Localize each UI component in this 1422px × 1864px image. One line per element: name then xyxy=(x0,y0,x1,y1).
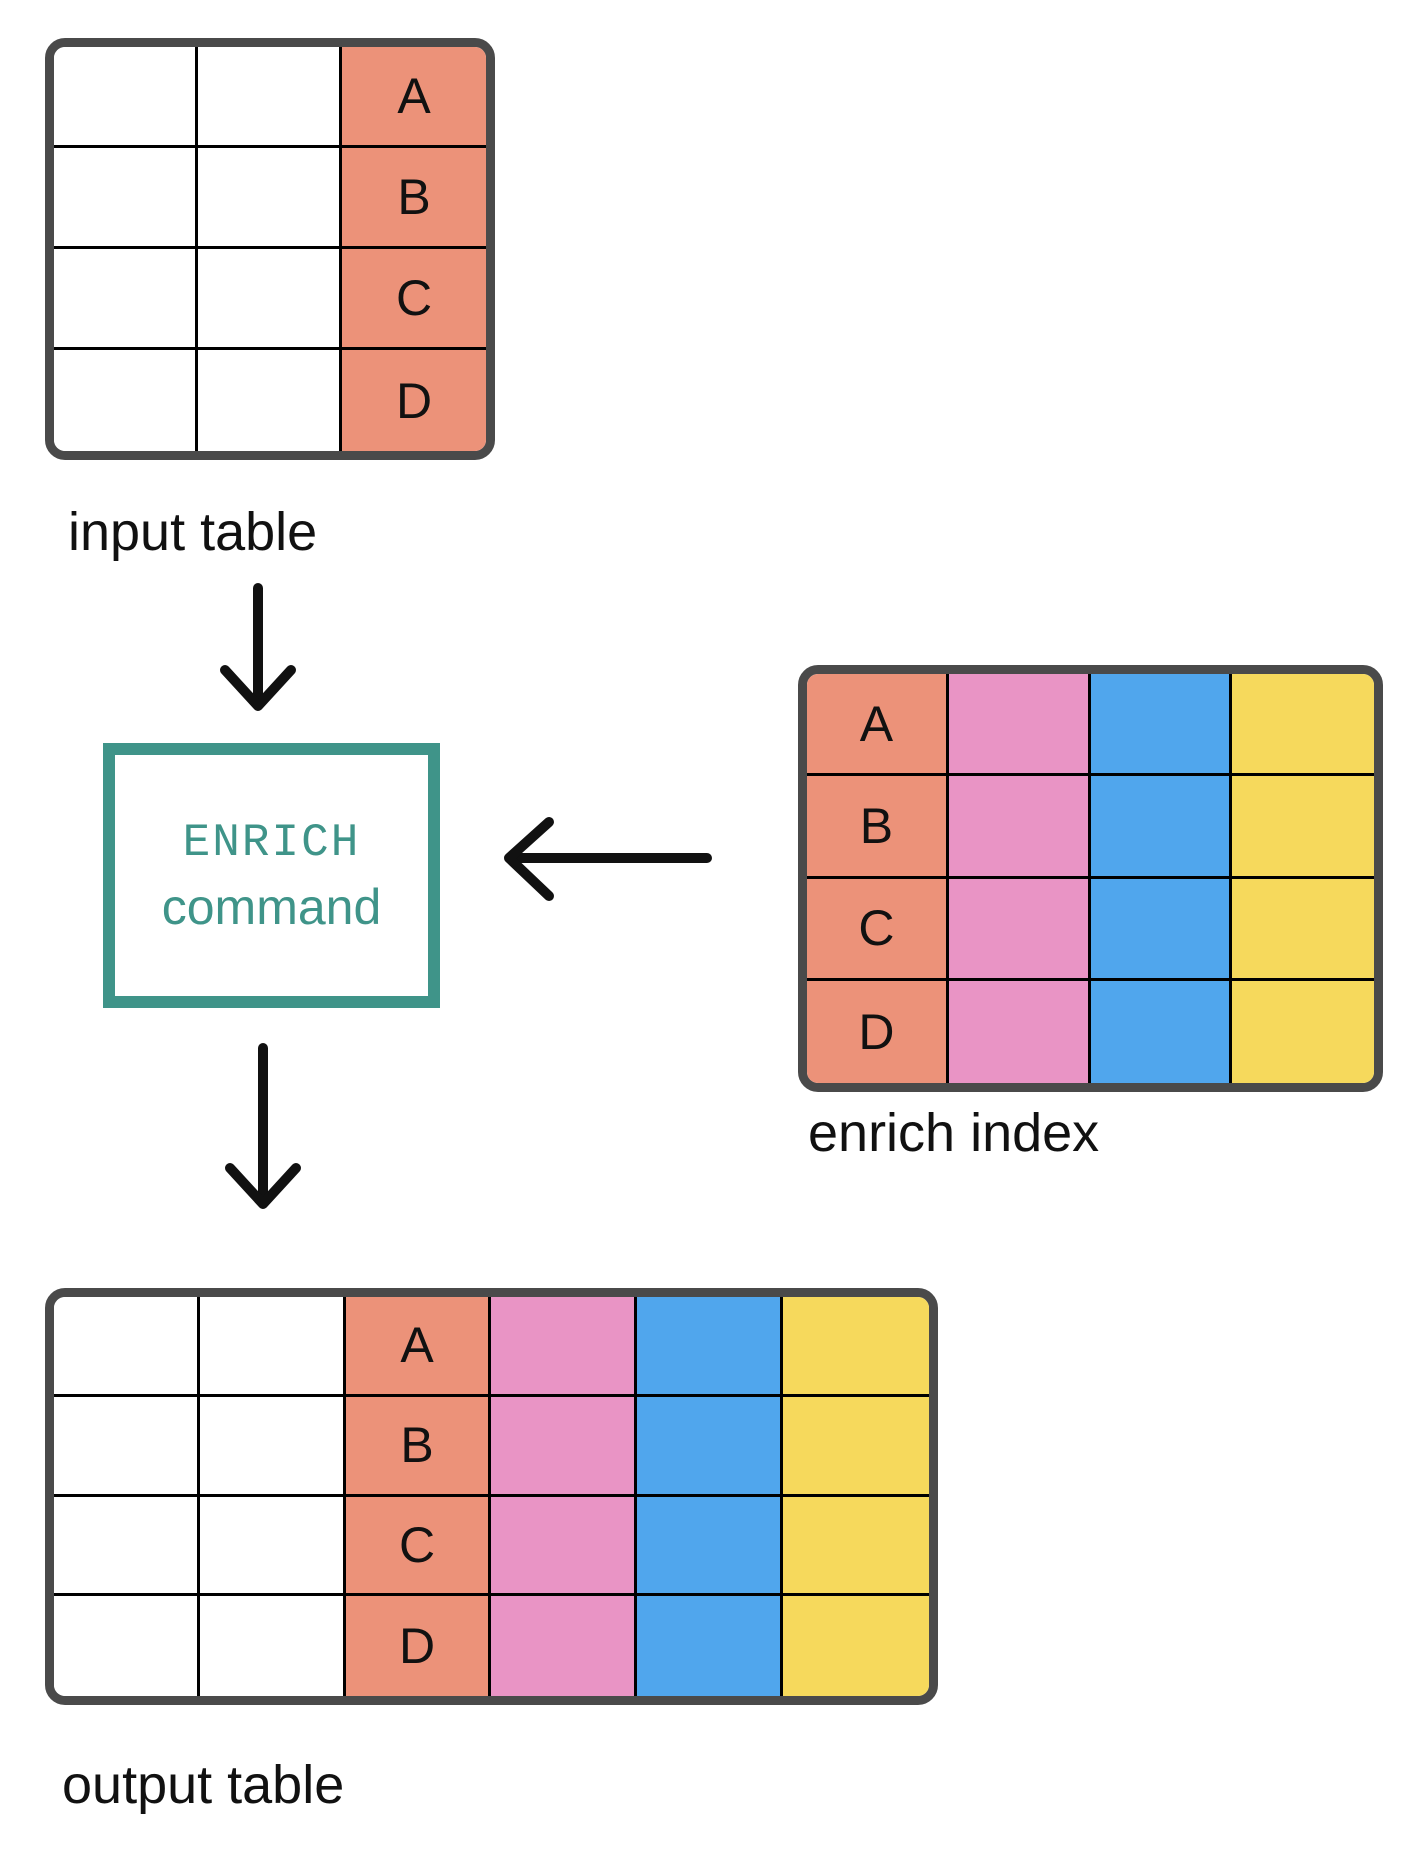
input-key-cell: A xyxy=(342,47,486,148)
input-cell xyxy=(54,148,198,249)
output-table-label: output table xyxy=(62,1755,345,1815)
input-table-label: input table xyxy=(68,502,318,562)
enrich-cell-yellow xyxy=(1232,674,1374,777)
output-cell-yellow xyxy=(783,1396,929,1497)
enrich-cell-pink xyxy=(948,980,1091,1083)
output-cell-pink xyxy=(491,1396,638,1497)
enrich-cell-blue xyxy=(1090,980,1233,1083)
output-cell-blue xyxy=(637,1496,784,1597)
output-cell-yellow xyxy=(783,1297,929,1397)
enrich-cell-yellow xyxy=(1232,980,1374,1083)
enrich-cell-blue xyxy=(1090,776,1233,879)
input-table: A B C D xyxy=(45,38,495,460)
output-cell-yellow xyxy=(783,1596,929,1696)
output-cell xyxy=(199,1297,346,1397)
enrich-key-cell: D xyxy=(807,980,949,1083)
input-cell xyxy=(54,47,198,148)
enrich-cell-pink xyxy=(948,674,1091,777)
output-cell-pink xyxy=(491,1596,638,1696)
input-key-cell: C xyxy=(342,249,486,350)
enrich-index-label: enrich index xyxy=(808,1103,1100,1163)
input-key-cell: B xyxy=(342,148,486,249)
enrich-key-cell: C xyxy=(807,878,949,981)
output-cell-blue xyxy=(637,1396,784,1497)
enrich-index-table: A B C D xyxy=(798,665,1383,1092)
output-cell xyxy=(54,1596,200,1696)
output-table: A B C D xyxy=(45,1288,938,1705)
enrich-command-box: ENRICH command xyxy=(103,743,440,1008)
output-cell xyxy=(199,1596,346,1696)
enrich-command-word: command xyxy=(161,878,382,935)
output-cell-blue xyxy=(637,1596,784,1696)
arrow-left-icon xyxy=(504,817,712,901)
input-cell xyxy=(198,249,342,350)
output-cell xyxy=(54,1496,200,1597)
input-cell xyxy=(198,350,342,451)
enrich-cell-blue xyxy=(1090,878,1233,981)
input-key-cell: D xyxy=(342,350,486,451)
output-cell-blue xyxy=(637,1297,784,1397)
enrich-cell-blue xyxy=(1090,674,1233,777)
output-cell xyxy=(199,1396,346,1497)
enrich-command-name: ENRICH xyxy=(182,816,361,869)
enrich-cell-yellow xyxy=(1232,776,1374,879)
arrow-down-icon xyxy=(220,583,296,711)
output-key-cell: A xyxy=(345,1297,492,1397)
input-cell xyxy=(198,148,342,249)
output-key-cell: D xyxy=(345,1596,492,1696)
output-cell xyxy=(199,1496,346,1597)
output-cell xyxy=(54,1297,200,1397)
output-key-cell: B xyxy=(345,1396,492,1497)
output-cell-yellow xyxy=(783,1496,929,1597)
input-cell xyxy=(54,350,198,451)
output-cell-pink xyxy=(491,1496,638,1597)
input-cell xyxy=(54,249,198,350)
enrich-key-cell: B xyxy=(807,776,949,879)
output-key-cell: C xyxy=(345,1496,492,1597)
output-cell xyxy=(54,1396,200,1497)
enrich-cell-pink xyxy=(948,776,1091,879)
enrich-cell-yellow xyxy=(1232,878,1374,981)
output-cell-pink xyxy=(491,1297,638,1397)
input-cell xyxy=(198,47,342,148)
enrich-key-cell: A xyxy=(807,674,949,777)
enrich-cell-pink xyxy=(948,878,1091,981)
arrow-down-icon xyxy=(225,1043,301,1209)
